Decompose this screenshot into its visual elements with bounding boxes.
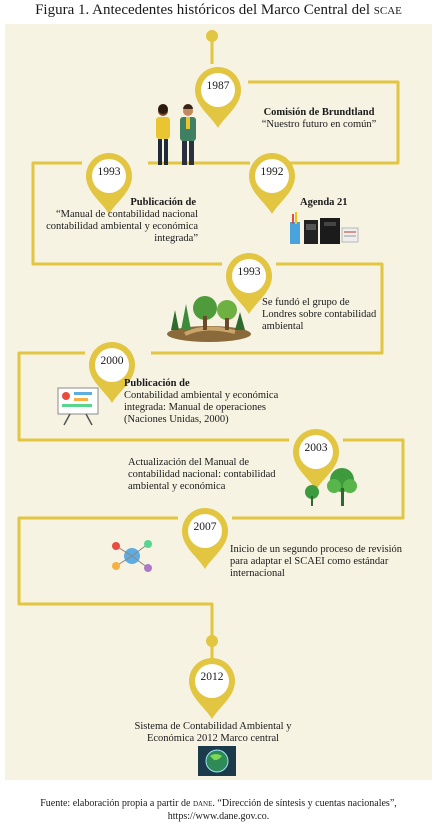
milestone-title: Publicación de [124, 378, 190, 389]
milestone-2007-text: Inicio de un segundo proceso de revisión… [230, 544, 403, 579]
year-pin-1993-b: 1993 [222, 250, 276, 316]
year-pin-1992: 1992 [245, 150, 299, 216]
milestone-title: Comisión de Brundtland [263, 107, 375, 118]
trees-illustration [305, 468, 357, 506]
year-pin-2000: 2000 [85, 339, 139, 405]
milestone-desc: “Nuestro futuro en común” [261, 119, 377, 130]
year-label: 1993 [97, 166, 121, 178]
network-hand-illustration [112, 540, 152, 572]
office-desk-illustration [290, 212, 359, 244]
year-label: 1992 [260, 166, 284, 178]
year-label: 1993 [237, 266, 261, 278]
forest-illustration [167, 296, 251, 342]
year-pin-2007: 2007 [178, 505, 232, 571]
figure-title: Figura 1. Antecedentes históricos del Ma… [0, 2, 437, 19]
milestone-2012-text: Sistema de Contabilidad Ambiental y Econ… [134, 721, 292, 744]
figure-title-text: Figura 1. Antecedentes históricos del Ma… [35, 2, 371, 18]
milestone-1992-title: Agenda 21 [300, 197, 348, 208]
year-pin-1987: 1987 [191, 64, 245, 130]
source-text-a: Fuente: elaboración propia a partir de [40, 798, 191, 809]
source-url[interactable]: https://www.dane.gov.co. [167, 811, 270, 822]
year-label: 1987 [206, 80, 230, 92]
source-line-1: Fuente: elaboración propia a partir de d… [0, 797, 437, 810]
year-pin-2012: 2012 [185, 655, 239, 721]
figure-title-abbr: scae [373, 2, 402, 18]
year-pin-1993: 1993 [82, 150, 136, 216]
year-label: 2007 [193, 521, 217, 533]
globe-illustration [198, 746, 236, 776]
milestone-title: Publicación de [130, 197, 196, 208]
milestone-2003-text: Actualización del Manual de contabilidad… [128, 457, 276, 492]
year-label: 2003 [304, 442, 328, 454]
milestone-desc: “Manual de contabilidad nacional contabi… [46, 209, 198, 244]
milestone-1987-text: Comisión de Brundtland “Nuestro futuro e… [244, 107, 394, 131]
year-label: 2000 [100, 355, 124, 367]
year-label: 2012 [200, 671, 224, 683]
source-abbr: dane [192, 798, 213, 809]
year-pin-2003: 2003 [289, 426, 343, 492]
milestone-2000-text: Publicación de Contabilidad ambiental y … [124, 378, 282, 426]
figure-source: Fuente: elaboración propia a partir de d… [0, 797, 437, 823]
milestone-1993-text: Publicación de “Manual de contabilidad n… [36, 197, 198, 245]
milestone-desc: Contabilidad ambiental y económica integ… [124, 390, 279, 425]
source-text-b: . “Dirección de síntesis y cuentas nacio… [212, 798, 397, 809]
presentation-board-illustration [57, 387, 99, 426]
milestone-1993b-text: Se fundó el grupo de Londres sobre conta… [262, 297, 377, 332]
people-illustration [156, 104, 196, 165]
